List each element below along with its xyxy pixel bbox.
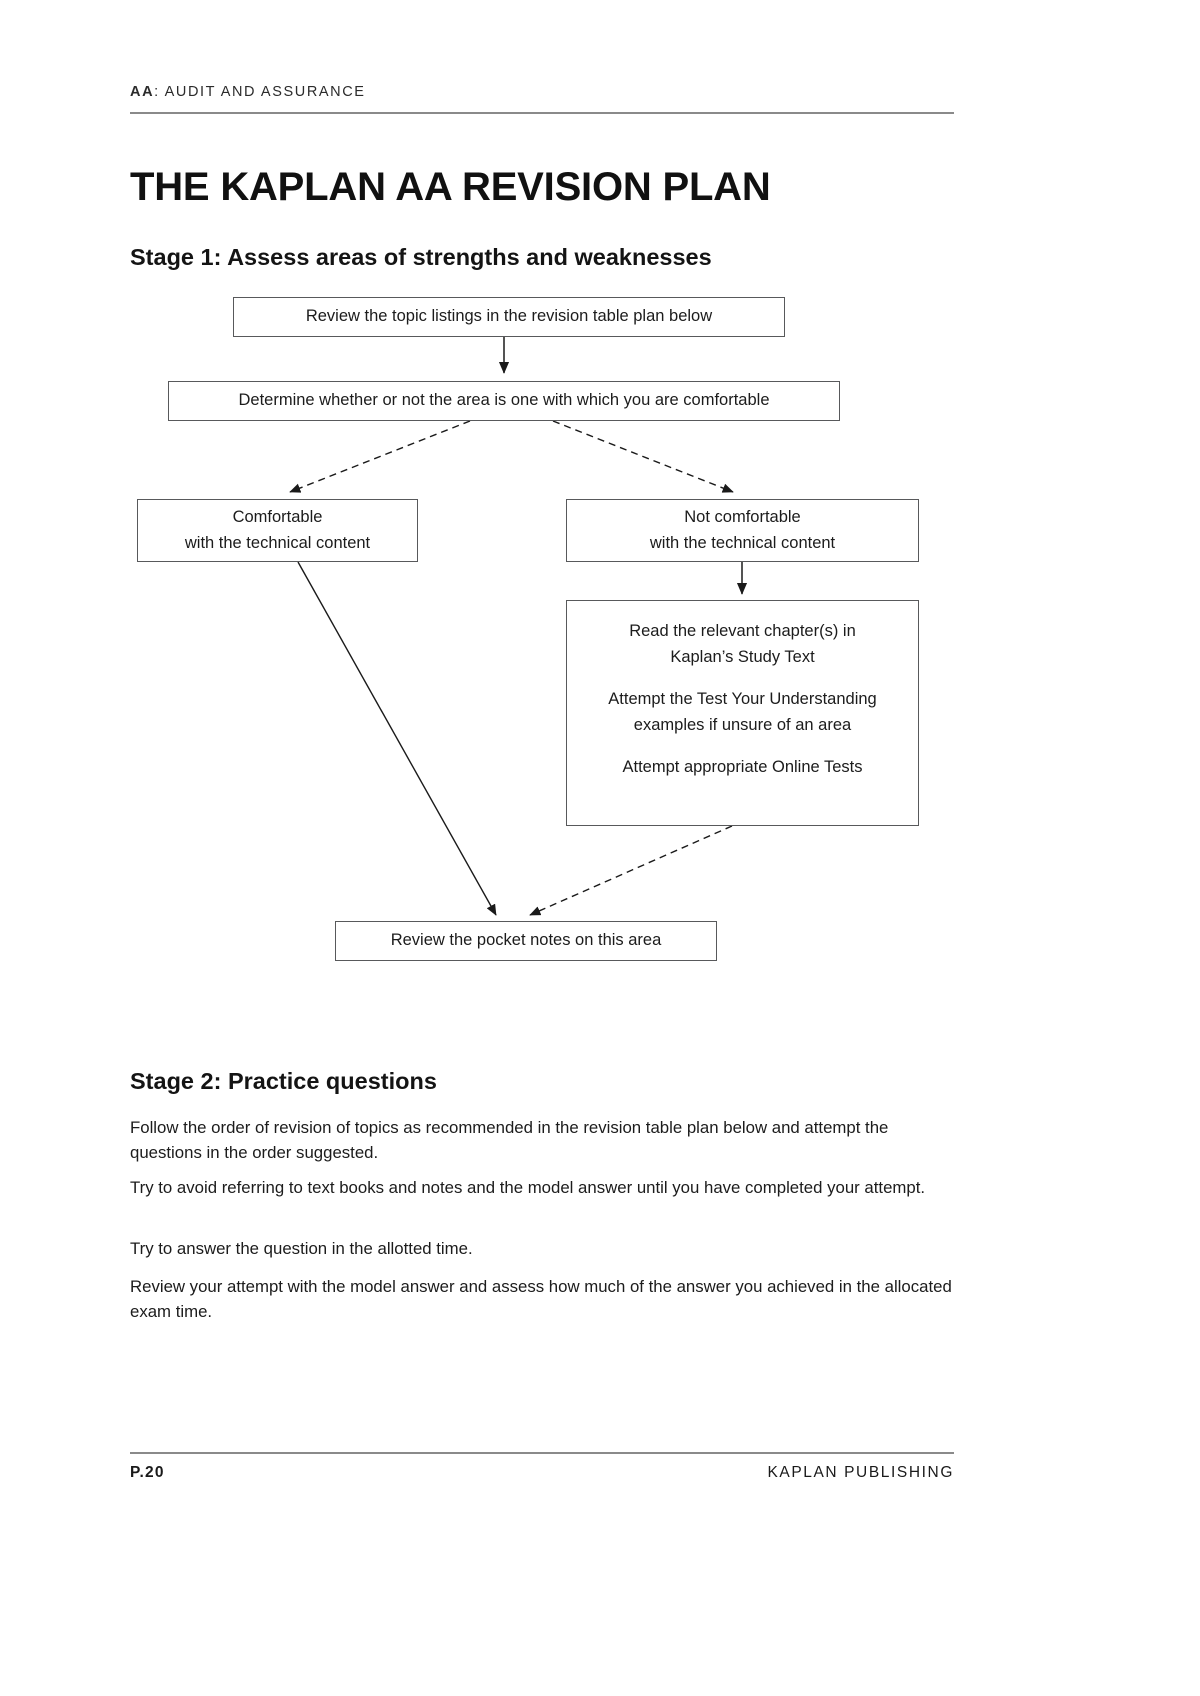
- stage-2-paragraph: Review your attempt with the model answe…: [130, 1276, 952, 1322]
- flow-node-pocket-notes: Review the pocket notes on this area: [335, 921, 717, 961]
- footer-divider: [130, 1452, 954, 1454]
- stage-2-heading: Stage 2: Practice questions: [130, 1067, 437, 1094]
- header-divider: [130, 112, 954, 114]
- flow-node-read-chapters: Read the relevant chapter(s) in Kaplan’s…: [566, 600, 919, 826]
- flow-node-determine-comfort-text: Determine whether or not the area is one…: [238, 391, 770, 410]
- footer-page-number: P.20: [130, 1464, 165, 1481]
- stage-2-paragraph: Try to avoid referring to text books and…: [130, 1177, 926, 1197]
- flow-node-read-chapters-line-5: Attempt appropriate Online Tests: [622, 758, 863, 777]
- flow-node-comfortable-line-1: Comfortable: [232, 507, 323, 526]
- flow-node-read-chapters-line-3: Attempt the Test Your Understanding: [608, 690, 877, 709]
- footer-publisher: KAPLAN PUBLISHING: [767, 1464, 954, 1481]
- flow-node-not-comfortable: Not comfortable with the technical conte…: [566, 499, 919, 562]
- flow-node-comfortable: Comfortable with the technical content: [137, 499, 418, 562]
- flow-node-read-chapters-line-2: Kaplan’s Study Text: [670, 647, 815, 666]
- page-title: THE KAPLAN AA REVISION PLAN: [130, 164, 771, 209]
- connector-read-chapters-to-pocket-notes: [529, 825, 733, 916]
- connector-determine-to-not-comfortable: [552, 420, 734, 493]
- flow-node-not-comfortable-line-2: with the technical content: [649, 533, 836, 552]
- flow-node-not-comfortable-line-1: Not comfortable: [684, 507, 801, 526]
- flow-node-comfortable-line-2: with the technical content: [184, 533, 371, 552]
- running-header: AA: AUDIT AND ASSURANCE: [130, 84, 954, 100]
- connector-determine-to-comfortable: [289, 420, 471, 493]
- stage-2-paragraph: Follow the order of revision of topics a…: [130, 1117, 889, 1163]
- stage-1-heading: Stage 1: Assess areas of strengths and w…: [130, 243, 712, 270]
- flow-node-pocket-notes-text: Review the pocket notes on this area: [390, 931, 662, 950]
- flow-node-review-topics-text: Review the topic listings in the revisio…: [305, 307, 713, 326]
- running-header-subject-code: AA: [130, 84, 155, 100]
- stage-2-paragraph: Try to answer the question in the allott…: [130, 1238, 473, 1258]
- flow-node-determine-comfort: Determine whether or not the area is one…: [168, 381, 840, 421]
- flow-node-review-topics: Review the topic listings in the revisio…: [233, 297, 785, 337]
- flow-node-read-chapters-line-4: examples if unsure of an area: [633, 715, 852, 734]
- running-header-separator: :: [154, 84, 165, 100]
- running-header-subject-name: AUDIT AND ASSURANCE: [164, 84, 366, 100]
- flow-node-read-chapters-line-1: Read the relevant chapter(s) in: [629, 622, 856, 640]
- connector-comfortable-to-pocket-notes: [297, 561, 497, 916]
